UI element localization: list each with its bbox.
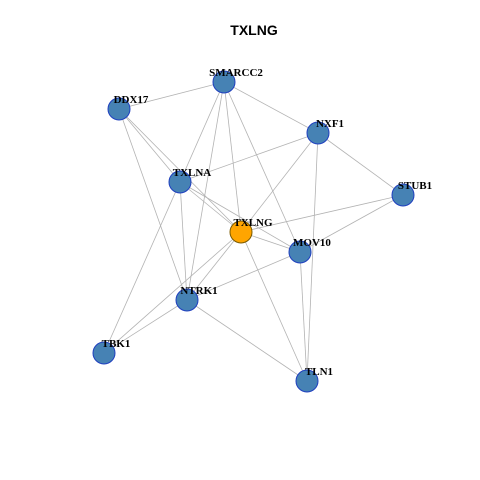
edge-txlna-mov10 bbox=[179, 181, 301, 253]
node-label-stub1: STUB1 bbox=[398, 180, 432, 192]
edge-ntrk1-tln1 bbox=[186, 299, 308, 382]
edge-nxf1-tln1 bbox=[306, 132, 319, 382]
edge-stub1-mov10 bbox=[299, 194, 404, 253]
node-ddx17: DDX17 bbox=[107, 94, 149, 121]
node-circle-ntrk1 bbox=[175, 288, 199, 312]
node-tln1: TLN1 bbox=[295, 366, 333, 393]
edge-nxf1-txlng bbox=[240, 132, 319, 233]
node-smarcc2: SMARCC2 bbox=[209, 67, 263, 94]
edge-layer bbox=[103, 81, 404, 382]
node-nxf1: NXF1 bbox=[306, 118, 344, 145]
edge-ntrk1-tbk1 bbox=[103, 299, 188, 354]
edge-mov10-ntrk1 bbox=[186, 251, 301, 301]
node-stub1: STUB1 bbox=[391, 180, 432, 207]
node-label-smarcc2: SMARCC2 bbox=[209, 67, 263, 79]
node-circle-stub1 bbox=[391, 183, 415, 207]
edge-nxf1-txlna bbox=[179, 132, 319, 183]
node-circle-txlna bbox=[168, 170, 192, 194]
node-circle-tbk1 bbox=[92, 341, 116, 365]
node-txlna: TXLNA bbox=[168, 167, 212, 194]
edge-txlng-tbk1 bbox=[103, 231, 242, 354]
node-txlng: TXLNG bbox=[229, 217, 273, 244]
diagram-title: TXLNG bbox=[230, 22, 278, 38]
node-label-txlng: TXLNG bbox=[233, 217, 273, 229]
node-label-nxf1: NXF1 bbox=[316, 118, 344, 130]
node-circle-txlng bbox=[229, 220, 253, 244]
edge-smarcc2-txlna bbox=[179, 81, 225, 183]
edge-txlna-txlng bbox=[179, 181, 242, 233]
edge-smarcc2-ntrk1 bbox=[186, 81, 225, 301]
node-label-tln1: TLN1 bbox=[305, 366, 333, 378]
node-ntrk1: NTRK1 bbox=[175, 285, 218, 312]
node-circle-mov10 bbox=[288, 240, 312, 264]
node-label-mov10: MOV10 bbox=[293, 237, 331, 249]
node-circle-ddx17 bbox=[107, 97, 131, 121]
edge-ddx17-ntrk1 bbox=[118, 108, 188, 301]
edge-smarcc2-ddx17 bbox=[118, 81, 225, 110]
edge-smarcc2-nxf1 bbox=[223, 81, 319, 134]
node-label-ddx17: DDX17 bbox=[114, 94, 149, 106]
node-label-tbk1: TBK1 bbox=[102, 338, 131, 350]
node-circle-tln1 bbox=[295, 369, 319, 393]
edge-smarcc2-txlng bbox=[223, 81, 242, 233]
edge-smarcc2-mov10 bbox=[223, 81, 301, 253]
node-mov10: MOV10 bbox=[288, 237, 331, 264]
node-label-txlna: TXLNA bbox=[173, 167, 212, 179]
edge-txlna-tbk1 bbox=[103, 181, 181, 354]
edge-mov10-tln1 bbox=[299, 251, 308, 382]
node-circle-nxf1 bbox=[306, 121, 330, 145]
node-tbk1: TBK1 bbox=[92, 338, 131, 365]
edge-txlng-tln1 bbox=[240, 231, 308, 382]
edge-txlng-ntrk1 bbox=[186, 231, 242, 301]
node-label-ntrk1: NTRK1 bbox=[180, 285, 217, 297]
node-circle-smarcc2 bbox=[212, 70, 236, 94]
edge-ddx17-txlna bbox=[118, 108, 181, 183]
edge-stub1-txlng bbox=[240, 194, 404, 233]
edge-nxf1-stub1 bbox=[317, 132, 404, 196]
